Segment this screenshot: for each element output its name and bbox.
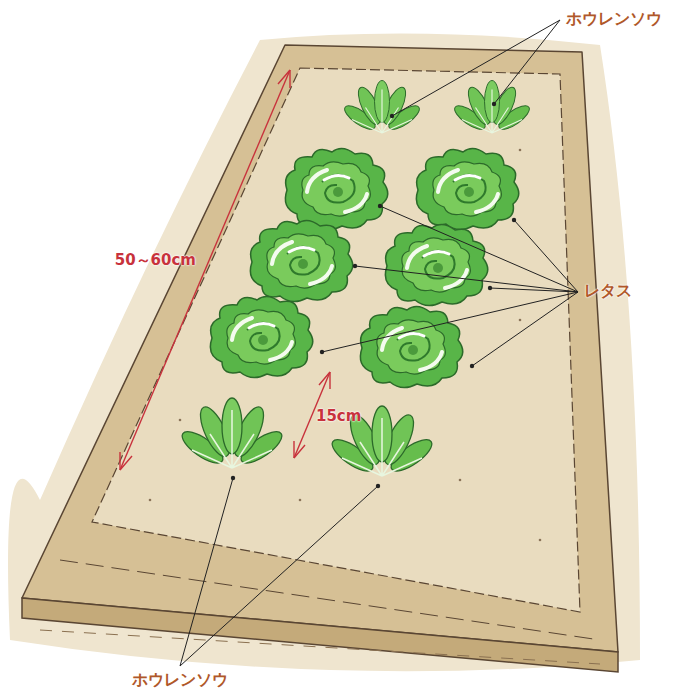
plant-label: ホウレンソウ [566, 10, 662, 28]
dimension-label: 15cm [316, 408, 361, 425]
plant-label: ホウレンソウ [132, 671, 228, 689]
dimension-label: 50～60cm [115, 252, 196, 269]
plant-label: レタス [584, 282, 632, 300]
